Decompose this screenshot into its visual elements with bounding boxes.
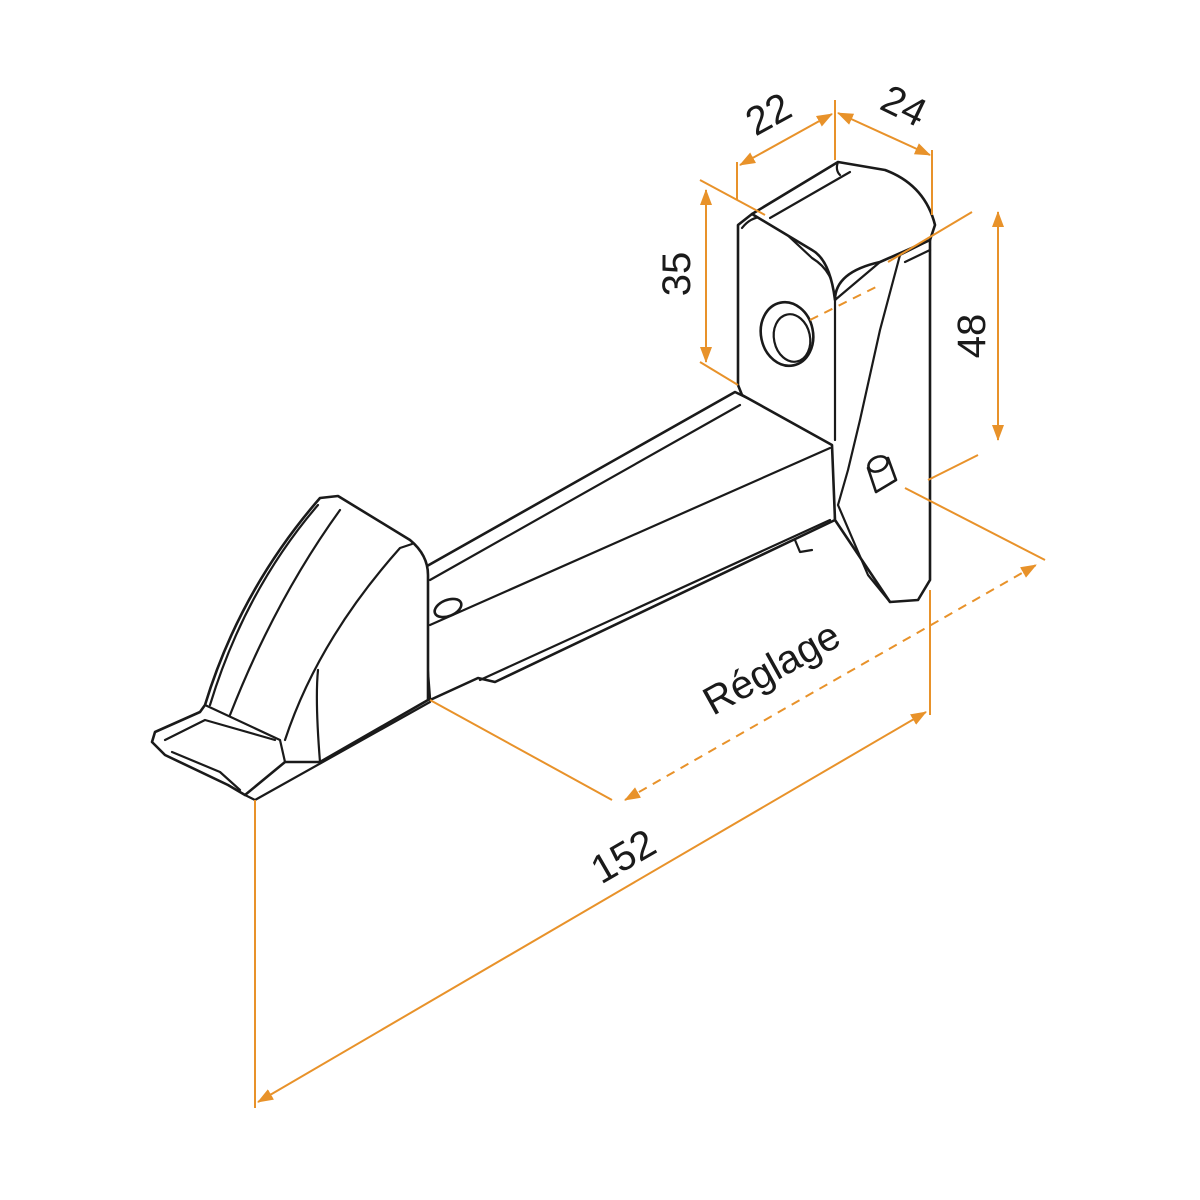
dim-line-24 (837, 112, 931, 156)
dim-line-reglage (624, 564, 1037, 801)
bracket-part (150, 160, 937, 802)
label-22: 22 (739, 85, 799, 145)
dimension-lines (254, 100, 1046, 1108)
hole-axis-line (809, 284, 881, 321)
dim-line-152 (257, 711, 927, 1103)
front-end-cap (150, 494, 463, 802)
top-cap (750, 160, 937, 302)
label-152: 152 (584, 821, 664, 892)
label-reglage: Réglage (696, 613, 848, 724)
label-24: 24 (874, 77, 933, 136)
pin (866, 455, 898, 494)
dim-line-22 (739, 113, 833, 166)
label-35: 35 (655, 252, 699, 297)
mounting-hole (759, 300, 815, 368)
slot-hole (433, 597, 463, 619)
label-48: 48 (950, 314, 994, 359)
